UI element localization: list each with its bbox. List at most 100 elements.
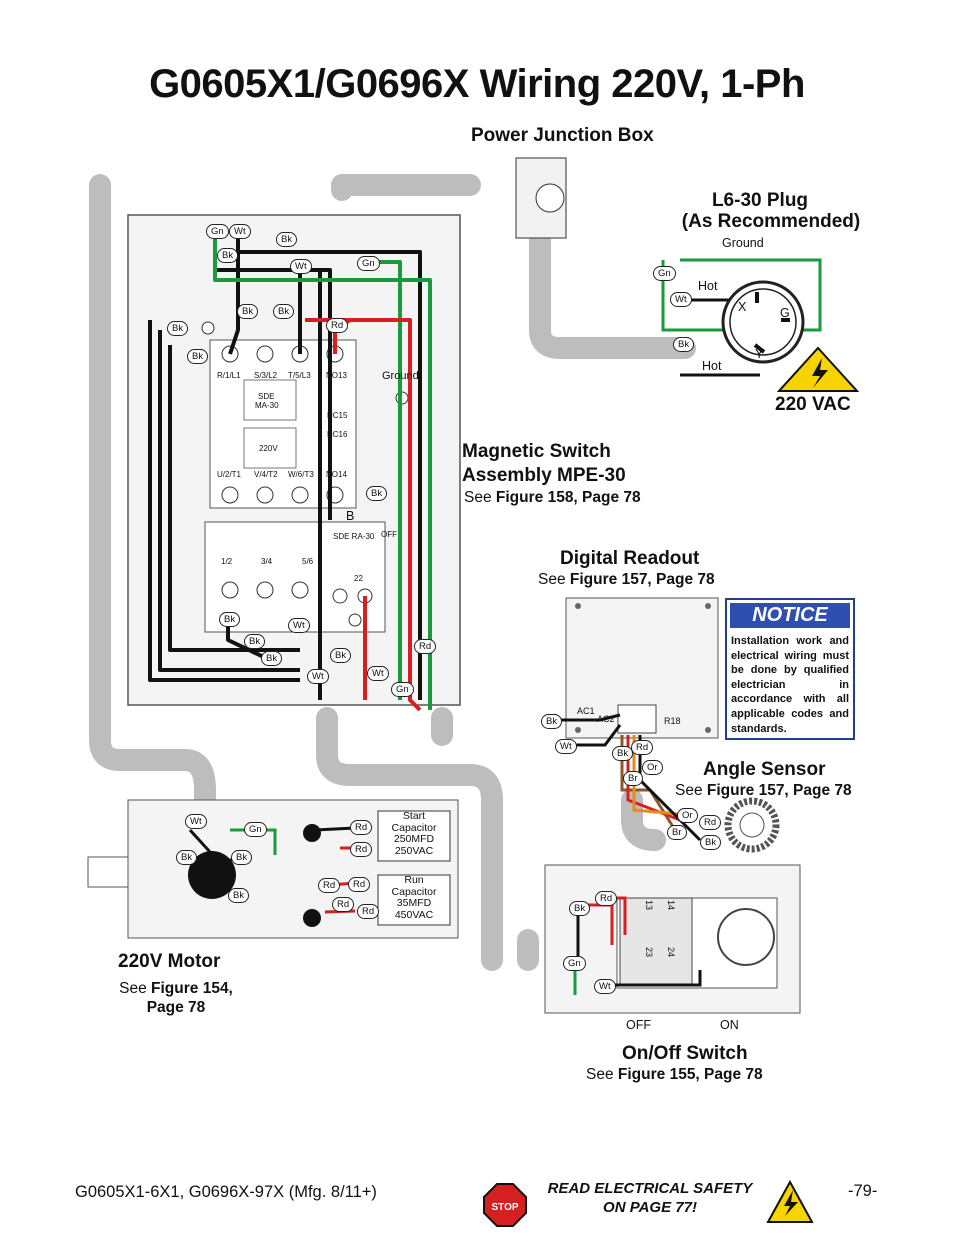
footer-page-number: -79- xyxy=(848,1182,878,1200)
conduits xyxy=(89,174,696,971)
readout-r18: R18 xyxy=(664,716,681,726)
plug-title-2: (As Recommended) xyxy=(681,211,861,232)
panel-ground-label: Ground xyxy=(382,370,419,382)
relay-terminal-12: 1/2 xyxy=(221,557,233,566)
wire-tag-gn: Gn xyxy=(244,822,267,837)
wire-tag-bk: Bk xyxy=(700,835,722,850)
readout-ac2: AC2 xyxy=(597,714,615,724)
wire-tag-bk: Bk xyxy=(541,714,563,729)
magnetic-switch-title-1: Magnetic Switch xyxy=(462,441,611,462)
plug-pin-y: Y xyxy=(755,347,764,361)
terminal-s3l2: S/3/L2 xyxy=(254,371,278,380)
footer-warning-icon xyxy=(766,1179,814,1223)
notice-text: Installation work and electrical wiring … xyxy=(731,635,849,735)
terminal-u2t1: U/2/T1 xyxy=(217,470,242,479)
contact-24: 24 xyxy=(666,947,676,958)
wire-tag-or: Or xyxy=(642,760,663,775)
angle-sensor-title: Angle Sensor xyxy=(703,759,826,780)
wire-tag-rd: Rd xyxy=(350,842,373,857)
plug-voltage: 220 VAC xyxy=(775,394,851,415)
relay-terminal-34: 3/4 xyxy=(261,557,273,566)
digital-readout-see: See Figure 157, Page 78 xyxy=(538,571,715,588)
angle-sensor-see: See Figure 157, Page 78 xyxy=(675,782,852,799)
wire-tag-bk: Bk xyxy=(219,612,241,627)
terminal-v4t2: V/4/T2 xyxy=(254,470,278,479)
wire-tag-bk: Bk xyxy=(673,337,695,352)
wire-tag-wt: Wt xyxy=(670,292,692,307)
junction-box-title: Power Junction Box xyxy=(471,125,654,146)
wire-tag-or: Or xyxy=(677,808,698,823)
terminal-w6t3: W/6/T3 xyxy=(288,470,314,479)
wire-tag-rd: Rd xyxy=(318,878,341,893)
wire-tag-bk: Bk xyxy=(244,634,266,649)
wire-tag-rd: Rd xyxy=(699,815,722,830)
wire-tag-gn: Gn xyxy=(653,266,676,281)
wire-tag-gn: Gn xyxy=(206,224,229,239)
motor-see-2: Page 78 xyxy=(146,999,206,1016)
stop-sign-text: STOP xyxy=(491,1202,518,1213)
warning-triangle-icon xyxy=(776,346,860,392)
wire-tag-wt: Wt xyxy=(185,814,207,829)
nc15-label: NC15 xyxy=(327,411,348,420)
wire-tag-rd: Rd xyxy=(326,318,349,333)
relay-b-label: B xyxy=(346,509,355,523)
wire-tag-bk: Bk xyxy=(261,651,283,666)
motor-shaft xyxy=(87,856,129,888)
wire-tag-rd: Rd xyxy=(348,877,371,892)
wire-tag-rd: Rd xyxy=(414,639,437,654)
plug-hot-top: Hot xyxy=(698,279,718,293)
wire-tag-bk: Bk xyxy=(366,486,388,501)
terminal-r1l1: R/1/L1 xyxy=(217,371,241,380)
wire-tag-rd: Rd xyxy=(350,820,373,835)
wire-tag-bk: Bk xyxy=(217,248,239,263)
relay-label: SDE RA-30 xyxy=(333,532,375,541)
onoff-switch-see: See Figure 155, Page 78 xyxy=(586,1066,763,1083)
motor-title: 220V Motor xyxy=(118,951,221,972)
stop-sign-icon xyxy=(483,1183,527,1227)
magnetic-switch-title-2: Assembly MPE-30 xyxy=(462,465,626,486)
wire-tag-wt: Wt xyxy=(290,259,312,274)
plug-title-1: L6-30 Plug xyxy=(711,190,809,211)
l6-30-plug-face xyxy=(721,280,805,364)
wire-tag-rd: Rd xyxy=(595,891,618,906)
notice-heading: NOTICE xyxy=(729,602,851,629)
wire-tag-wt: Wt xyxy=(229,224,251,239)
wire-tag-bk: Bk xyxy=(231,850,253,865)
switch-on-label: ON xyxy=(720,1018,739,1032)
wire-tag-wt: Wt xyxy=(367,666,389,681)
wire-tag-gn: Gn xyxy=(391,682,414,697)
wire-tag-wt: Wt xyxy=(594,979,616,994)
wire-tag-rd: Rd xyxy=(631,740,654,755)
footer-models: G0605X1-6X1, G0696X-97X (Mfg. 8/11+) xyxy=(75,1183,377,1201)
wire-tag-bk: Bk xyxy=(228,888,250,903)
plug-pin-g: G xyxy=(780,306,790,320)
wire-tag-wt: Wt xyxy=(307,669,329,684)
wire-tag-bk: Bk xyxy=(187,349,209,364)
wire-tag-bk: Bk xyxy=(612,746,634,761)
coil-label: 220V xyxy=(259,444,278,453)
relay-off-label: OFF xyxy=(381,530,397,539)
terminal-no14: NO14 xyxy=(326,470,347,479)
contact-23: 23 xyxy=(644,947,654,958)
switch-off-label: OFF xyxy=(626,1018,651,1032)
notice-box: NOTICE Installation work and electrical … xyxy=(725,598,855,740)
wire-tag-br: Br xyxy=(623,771,643,786)
wire-tag-bk: Bk xyxy=(237,304,259,319)
wire-tag-rd: Rd xyxy=(332,897,355,912)
wire-tag-bk: Bk xyxy=(330,648,352,663)
plug-hot-bottom: Hot xyxy=(702,359,722,373)
terminal-t5l3: T/5/L3 xyxy=(288,371,311,380)
wire-tag-bk: Bk xyxy=(167,321,189,336)
wire-tag-wt: Wt xyxy=(555,739,577,754)
wire-tag-bk: Bk xyxy=(276,232,298,247)
contactor-label: SDE xyxy=(258,392,275,401)
wire-tag-bk: Bk xyxy=(273,304,295,319)
digital-readout-title: Digital Readout xyxy=(560,548,700,569)
readout-ac1: AC1 xyxy=(577,706,595,716)
plug-ground-label: Ground xyxy=(722,236,764,250)
contact-14: 14 xyxy=(666,900,676,911)
footer-read-safety: READ ELECTRICAL SAFETY ON PAGE 77! xyxy=(547,1180,753,1216)
wire-tag-gn: Gn xyxy=(357,256,380,271)
